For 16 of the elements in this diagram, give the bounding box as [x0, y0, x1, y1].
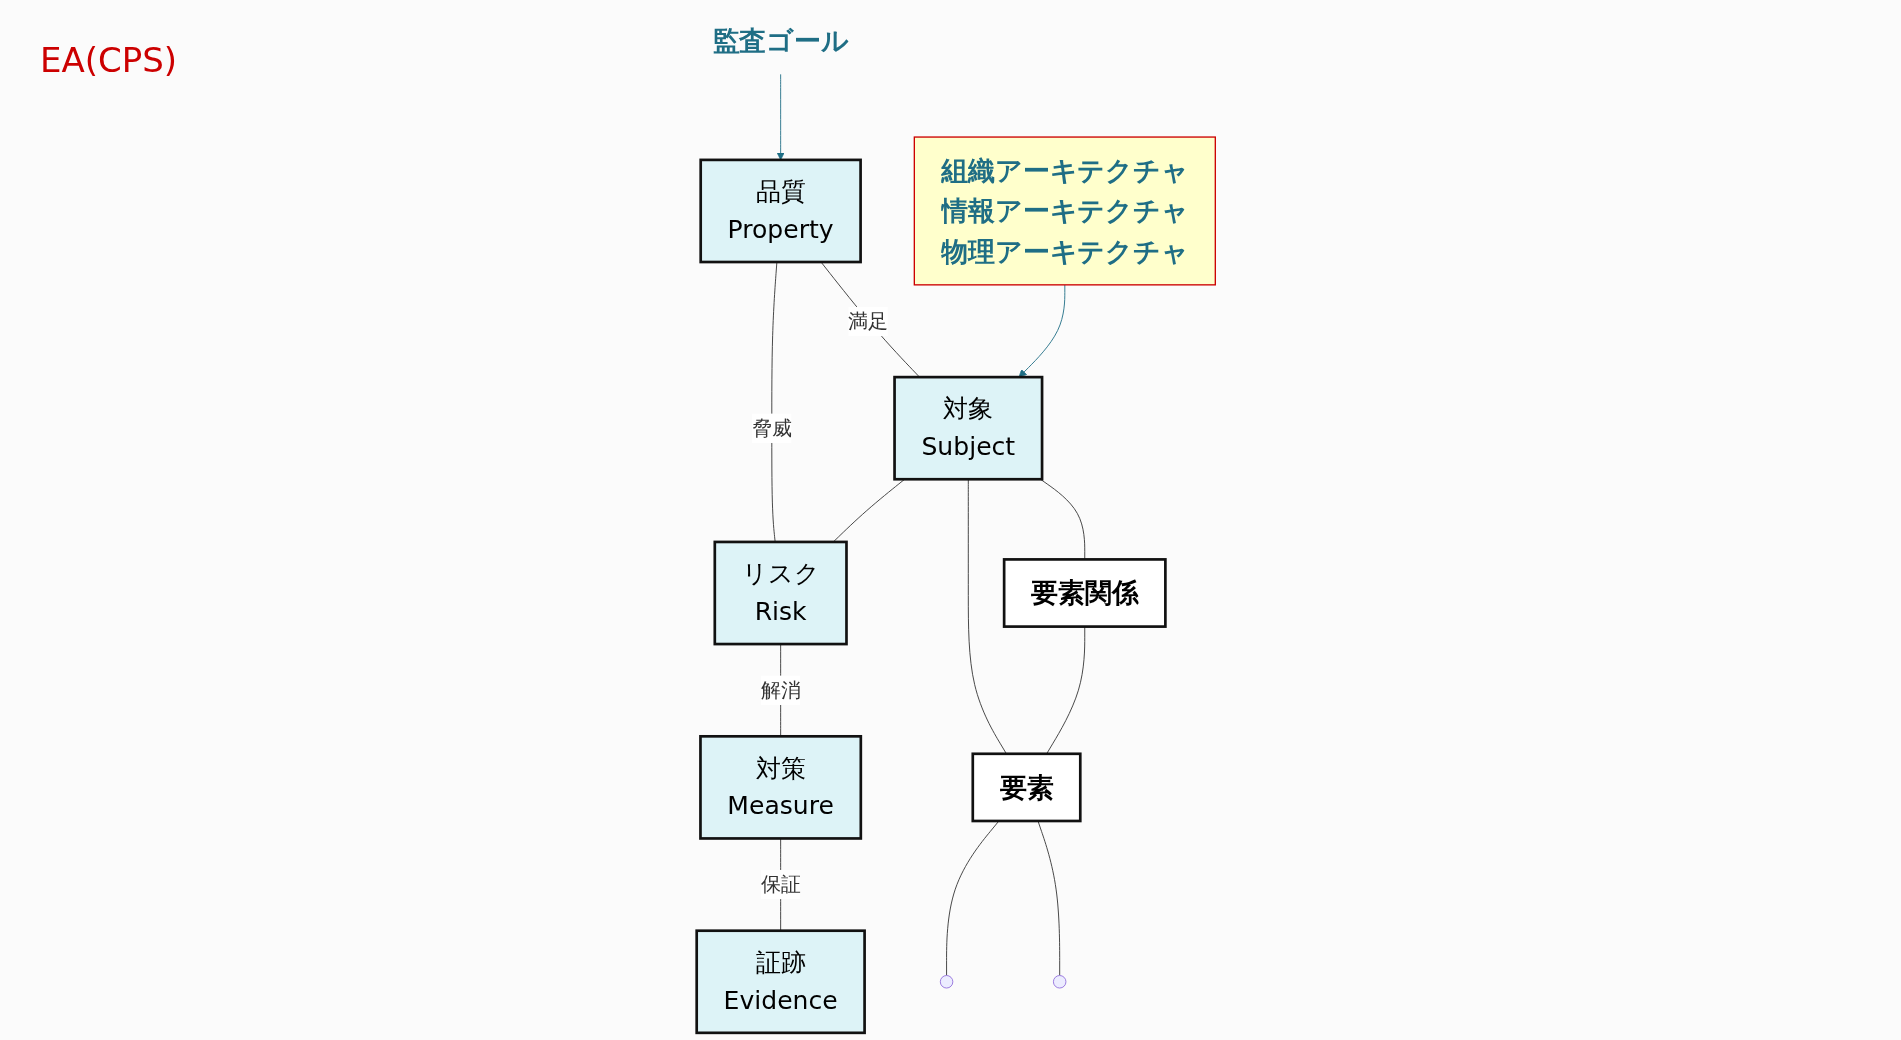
edge-label: 保証: [760, 873, 801, 896]
edge-label: 脅威: [752, 416, 792, 440]
connector: [1037, 820, 1061, 976]
node-box: リスク Risk: [713, 540, 848, 646]
connector: [946, 820, 1000, 976]
node-text: 監査ゴール: [712, 25, 849, 57]
node-box: 要素: [971, 752, 1082, 823]
node-box: 対策 Measure: [699, 735, 863, 840]
edge-label: 満足: [848, 310, 888, 333]
node-box: 要素関係: [1002, 558, 1167, 628]
connector: [1040, 478, 1086, 560]
note-text: EA(CPS): [40, 40, 178, 80]
edge-label: 解消: [760, 679, 801, 702]
node-box: 証跡 Evidence: [695, 929, 866, 1035]
node-box: 対象 Subject: [893, 375, 1044, 481]
node-box: 品質 Property: [699, 158, 862, 264]
